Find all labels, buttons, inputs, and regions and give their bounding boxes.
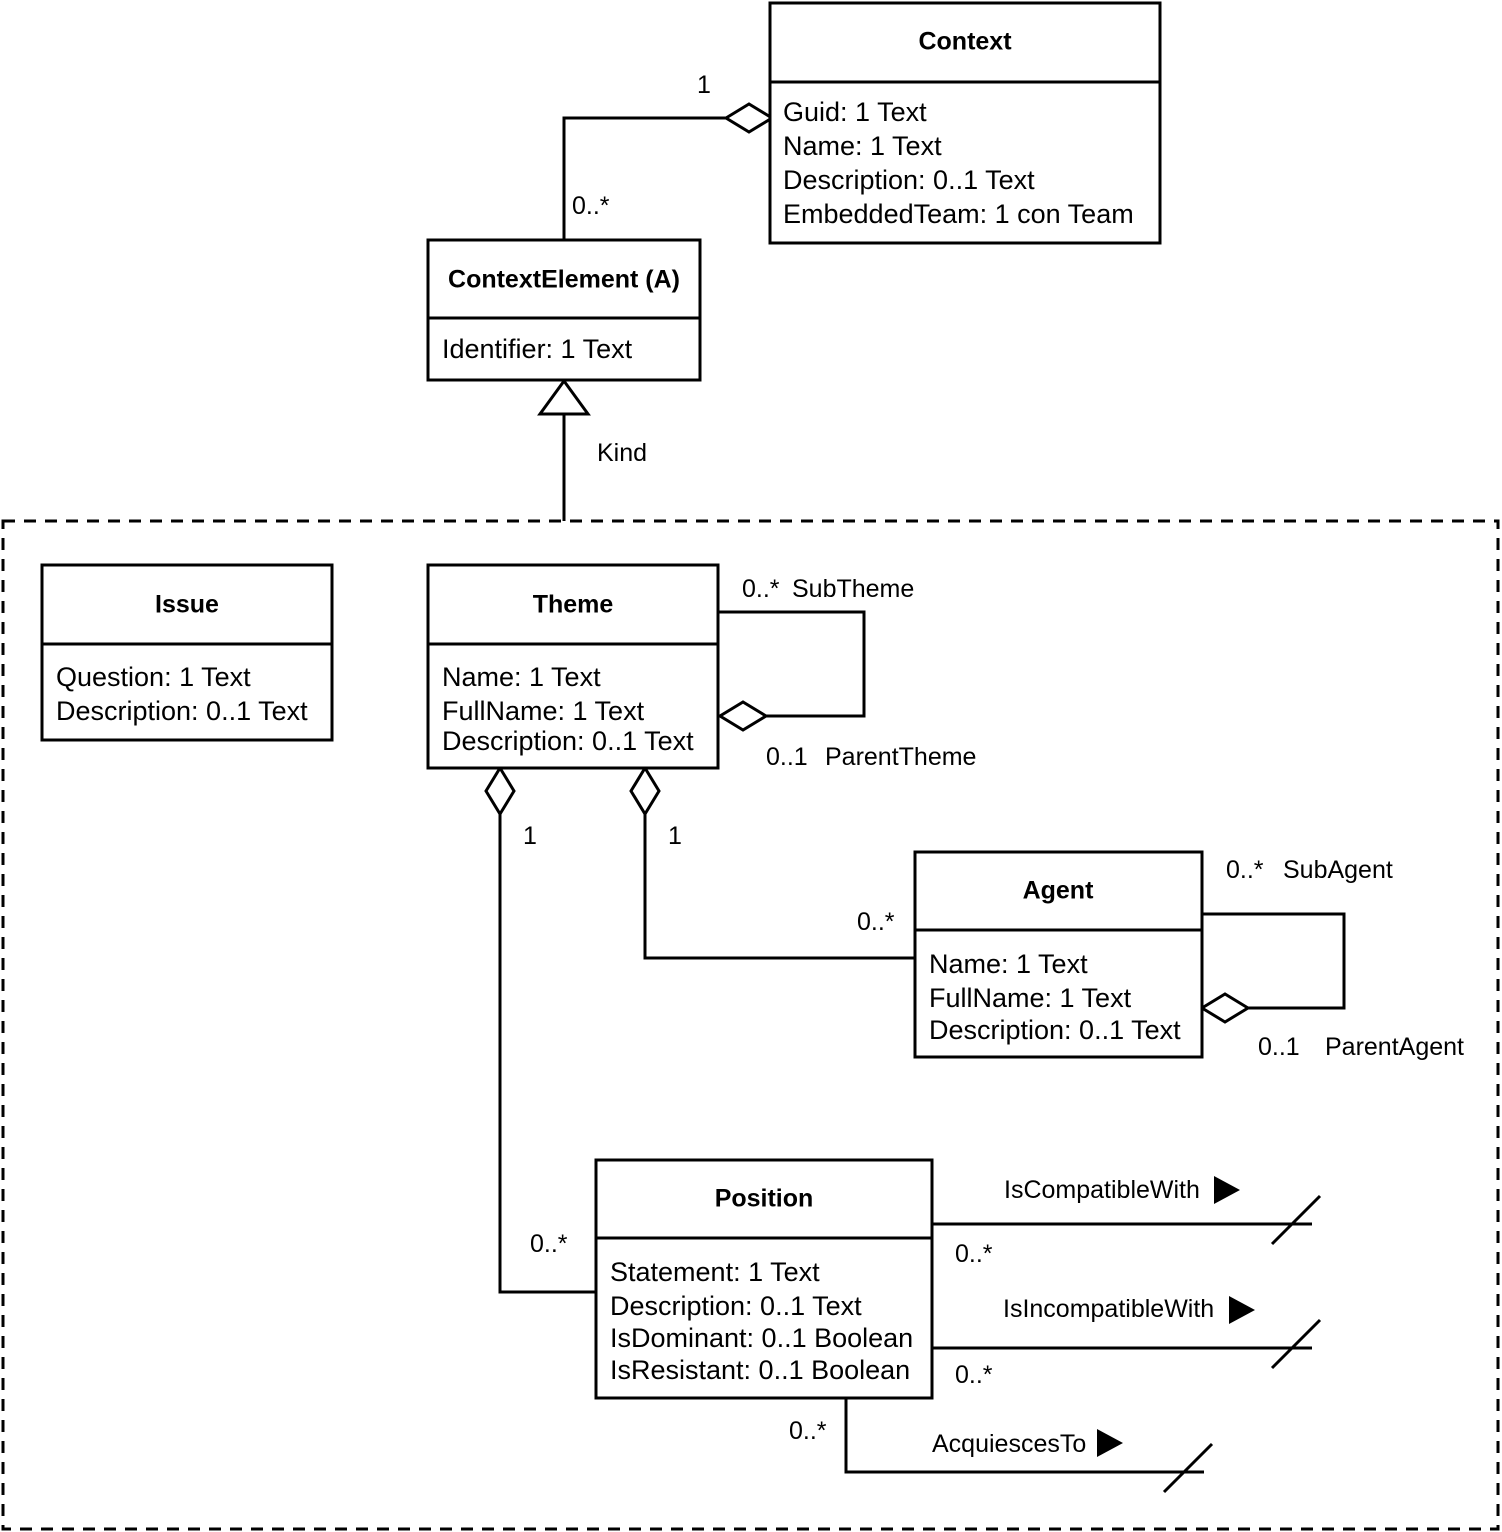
package-frame <box>1 519 1500 1531</box>
agent-attr-0: Name: 1 Text <box>929 949 1088 979</box>
position-attr-2: IsDominant: 0..1 Boolean <box>610 1323 913 1353</box>
position-title: Position <box>715 1185 814 1213</box>
label-parenttheme-mult: 0..1 <box>766 743 808 771</box>
link-position-acquiescesto <box>844 1398 1204 1474</box>
label-parentagent-role: ParentAgent <box>1325 1033 1464 1061</box>
class-box-agent[interactable]: Agent Name: 1 Text FullName: 1 Text Desc… <box>913 850 1204 1059</box>
diamond-context-aggregation <box>723 102 775 134</box>
label-kind-role: Kind <box>597 439 647 467</box>
context-attr-3: EmbeddedTeam: 1 con Team <box>783 199 1134 229</box>
agent-attr-1: FullName: 1 Text <box>929 983 1132 1013</box>
theme-frame <box>426 563 720 770</box>
issue-attr-1: Description: 0..1 Text <box>56 696 308 726</box>
class-box-position[interactable]: Position Statement: 1 Text Description: … <box>594 1158 934 1400</box>
diamond-theme-agent <box>629 765 661 817</box>
diamond-theme-position <box>484 765 516 817</box>
label-subtheme-role: SubTheme <box>792 575 914 603</box>
arrowhead-isincompatiblewith <box>1229 1296 1255 1324</box>
class-box-context[interactable]: Context Guid: 1 Text Name: 1 Text Descri… <box>768 1 1162 245</box>
label-isincompatiblewith: IsIncompatibleWith <box>1003 1295 1214 1323</box>
class-box-context-element[interactable]: ContextElement (A) Identifier: 1 Text <box>426 238 702 382</box>
class-box-issue[interactable]: Issue Question: 1 Text Description: 0..1… <box>40 563 334 742</box>
arrowhead-acquiescesto <box>1097 1429 1123 1457</box>
label-acquiescesto-mult: 0..* <box>789 1417 827 1445</box>
theme-attr-1: FullName: 1 Text <box>442 696 645 726</box>
label-iscompatiblewith: IsCompatibleWith <box>1004 1176 1200 1204</box>
issue-attr-0: Question: 1 Text <box>56 662 251 692</box>
label-parenttheme-role: ParentTheme <box>825 743 976 771</box>
label-isincompatiblewith-mult: 0..* <box>955 1361 993 1389</box>
label-subtheme-mult: 0..* <box>742 575 780 603</box>
label-theme-position-mult: 1 <box>523 822 537 850</box>
label-subagent-role: SubAgent <box>1283 856 1393 884</box>
label-acquiescesto: AcquiescesTo <box>932 1430 1086 1458</box>
label-context-element-mult: 0..* <box>572 192 610 220</box>
arrowhead-iscompatiblewith <box>1214 1176 1240 1204</box>
link-theme-position <box>498 814 596 1294</box>
position-attr-3: IsResistant: 0..1 Boolean <box>610 1355 910 1385</box>
position-attr-0: Statement: 1 Text <box>610 1257 820 1287</box>
context-element-title: ContextElement (A) <box>448 266 680 294</box>
context-attr-1: Name: 1 Text <box>783 131 942 161</box>
class-box-theme[interactable]: Theme Name: 1 Text FullName: 1 Text Desc… <box>426 563 720 770</box>
label-iscompatiblewith-mult: 0..* <box>955 1240 993 1268</box>
slash-acquiescesto <box>1162 1442 1214 1494</box>
theme-attr-2: Description: 0..1 Text <box>442 726 694 756</box>
context-title: Context <box>918 28 1012 56</box>
agent-attr-2: Description: 0..1 Text <box>929 1015 1181 1045</box>
link-theme-self <box>718 610 866 718</box>
agent-title: Agent <box>1023 877 1095 905</box>
diamond-agent-parent <box>1199 992 1251 1024</box>
link-theme-agent <box>643 814 915 960</box>
label-parentagent-mult: 0..1 <box>1258 1033 1300 1061</box>
label-position-mult: 0..* <box>530 1230 568 1258</box>
generalization-triangle <box>537 378 591 416</box>
context-frame <box>768 1 1162 245</box>
agent-frame <box>913 850 1204 1059</box>
label-theme-agent-mult: 1 <box>668 822 682 850</box>
theme-title: Theme <box>533 591 614 619</box>
link-context-contextelement <box>562 116 726 240</box>
issue-frame <box>40 563 334 742</box>
slash-isincompatiblewith <box>1270 1318 1322 1370</box>
position-attr-1: Description: 0..1 Text <box>610 1291 862 1321</box>
position-frame <box>594 1158 934 1400</box>
context-attr-2: Description: 0..1 Text <box>783 165 1035 195</box>
label-subagent-mult: 0..* <box>1226 856 1264 884</box>
link-agent-self <box>1202 912 1346 1010</box>
context-element-frame <box>426 238 702 382</box>
context-attr-0: Guid: 1 Text <box>783 97 927 127</box>
context-element-attr-0: Identifier: 1 Text <box>442 334 633 364</box>
theme-attr-0: Name: 1 Text <box>442 662 601 692</box>
label-agent-mult: 0..* <box>857 908 895 936</box>
issue-title: Issue <box>155 591 219 619</box>
label-context-mult: 1 <box>697 71 711 99</box>
diamond-theme-parent <box>717 700 769 732</box>
slash-iscompatiblewith <box>1270 1194 1322 1246</box>
